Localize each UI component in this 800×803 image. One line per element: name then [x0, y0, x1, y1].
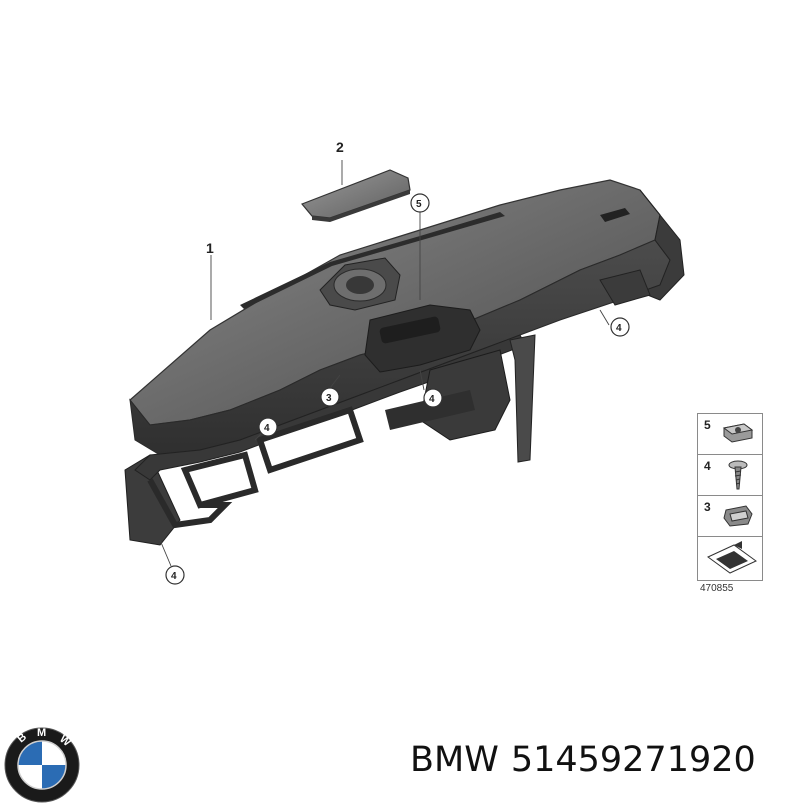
- legend-row-arrow-sheet: [698, 537, 762, 578]
- parts-legend: 5 4 3: [697, 413, 763, 581]
- callout-4-upper-left: 4: [258, 417, 278, 437]
- legend-number: 5: [704, 418, 711, 432]
- callout-4-center: 4: [423, 388, 443, 408]
- screw-icon: [728, 460, 748, 490]
- legend-number: 4: [704, 459, 711, 473]
- legend-row-clip-nut: 5: [698, 414, 762, 455]
- callout-5-clip-nut: 5: [410, 193, 430, 213]
- spring-clip-icon: [723, 505, 753, 527]
- clip-nut-icon: [722, 423, 754, 443]
- part-caption: BMW 51459271920: [410, 740, 756, 780]
- svg-text:4: 4: [264, 423, 270, 434]
- callout-1: 1: [206, 240, 214, 256]
- callout-3-clip: 3: [320, 387, 340, 407]
- brand-name: BMW: [410, 740, 499, 780]
- cover-part: [301, 169, 411, 222]
- svg-text:4: 4: [616, 323, 622, 334]
- part-number: 51459271920: [510, 740, 756, 780]
- svg-text:1: 1: [206, 240, 214, 256]
- callout-4-lower-left: 4: [165, 565, 185, 585]
- callout-2: 2: [336, 139, 344, 155]
- dashboard-part: [124, 179, 685, 546]
- diagram-id: 470855: [700, 583, 734, 594]
- brand-logo: B M W: [4, 727, 80, 803]
- legend-row-spring-clip: 3: [698, 496, 762, 537]
- legend-number: 3: [704, 500, 711, 514]
- svg-text:2: 2: [336, 139, 344, 155]
- arrow-sheet-icon: [707, 541, 757, 574]
- svg-text:M: M: [37, 727, 46, 739]
- svg-text:4: 4: [429, 394, 435, 405]
- svg-text:4: 4: [171, 571, 177, 582]
- legend-row-screw: 4: [698, 455, 762, 496]
- svg-text:5: 5: [416, 199, 422, 210]
- callout-4-right: 4: [610, 317, 630, 337]
- svg-text:3: 3: [326, 393, 332, 404]
